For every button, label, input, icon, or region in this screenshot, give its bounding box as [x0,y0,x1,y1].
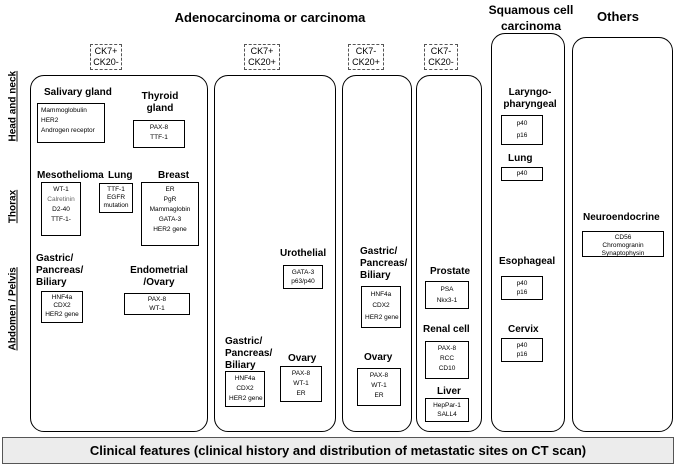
renal-cell-markers: PAX-8 RCC CD10 [425,341,469,379]
gastric-col1-markers: HNF4a CDX2 HER2 gene [41,291,83,323]
renal-cell-title: Renal cell [423,324,470,335]
esophageal-title: Esophageal [499,256,556,267]
endometrial-ovary-markers: PAX-8 WT-1 [124,293,190,315]
gastric-col2-title: Gastric/Pancreas/Biliary [225,336,273,371]
ck-label-ck7neg-ck20neg: CK7-CK20- [424,44,458,70]
panel-ck7neg-ck20pos [342,75,412,432]
mesothelioma-title: Mesothelioma [37,170,104,181]
salivary-gland-markers: Mammoglobulin HER2 Androgen receptor [37,103,105,143]
endometrial-ovary-title: Endometrial/Ovary [130,265,188,288]
neuroendocrine-markers: CD56 Chromogranin Synaptophysin [582,231,664,257]
breast-title: Breast [158,170,190,181]
ck-label-ck7pos-ck20neg: CK7+CK20- [90,44,122,70]
ck-label-ck7pos-ck20pos: CK7+CK20+ [244,44,280,70]
region-thorax: Thorax [7,189,19,224]
ovary-col3-title: Ovary [364,352,393,363]
liver-markers: HepPar-1 SALL4 [425,398,469,422]
liver-title: Liver [437,386,461,397]
thyroid-gland-markers: PAX-8 TTF-1 [133,120,185,148]
prostate-title: Prostate [430,266,471,277]
salivary-gland-title: Salivary gland [44,87,112,98]
squamous-lung-title: Lung [508,153,533,164]
squamous-header-line2: carcinoma [500,19,562,33]
region-abdomen-pelvis: Abdomen / Pelvis [7,267,19,351]
squamous-header-line1: Squamous cell [488,3,574,17]
cervix-markers: p40 p16 [501,338,543,362]
squamous-header: Squamous cell carcinoma [488,2,574,34]
gastric-col3-markers: HNF4a CDX2 HER2 gene [361,286,401,328]
panel-ck7neg-ck20neg [416,75,482,432]
ovary-col2-markers: PAX-8 WT-1 ER [280,366,322,402]
ovary-col3-markers: PAX-8 WT-1 ER [357,368,401,406]
cervix-title: Cervix [508,324,539,335]
esophageal-markers: p40 p16 [501,276,543,300]
lung-markers: TTF-1 EGFR mutation [99,183,133,213]
panel-ck7pos-ck20neg [30,75,208,432]
laryngopharyngeal-markers: p40 p16 [501,115,543,145]
others-header: Others [597,9,639,24]
mesothelioma-markers: WT-1 Calretinin D2-40 TTF-1- [41,182,81,236]
squamous-lung-markers: p40 [501,167,543,181]
lung-title: Lung [108,170,133,181]
laryngopharyngeal-title: Laryngo-pharyngeal [503,87,557,110]
gastric-col3-title: Gastric/Pancreas/Biliary [360,246,408,281]
ck-label-ck7neg-ck20pos: CK7-CK20+ [348,44,384,70]
panel-others [572,37,673,432]
urothelial-markers: GATA-3 p63/p40 [283,265,323,289]
urothelial-title: Urothelial [280,248,327,259]
clinical-features-footer: Clinical features (clinical history and … [2,437,674,464]
panel-ck7pos-ck20pos [214,75,336,432]
adenocarcinoma-header: Adenocarcinoma or carcinoma [174,10,366,25]
gastric-col2-markers: HNF4a CDX2 HER2 gene [225,371,265,407]
region-head-neck: Head and neck [7,70,19,142]
neuroendocrine-title: Neuroendocrine [583,212,660,223]
panel-squamous [491,33,565,432]
prostate-markers: PSA Nkx3-1 [425,281,469,309]
breast-markers: ER PgR Mammaglobin GATA-3 HER2 gene [141,182,199,246]
ovary-col2-title: Ovary [288,353,317,364]
gastric-col1-title: Gastric/Pancreas/Biliary [36,253,84,288]
